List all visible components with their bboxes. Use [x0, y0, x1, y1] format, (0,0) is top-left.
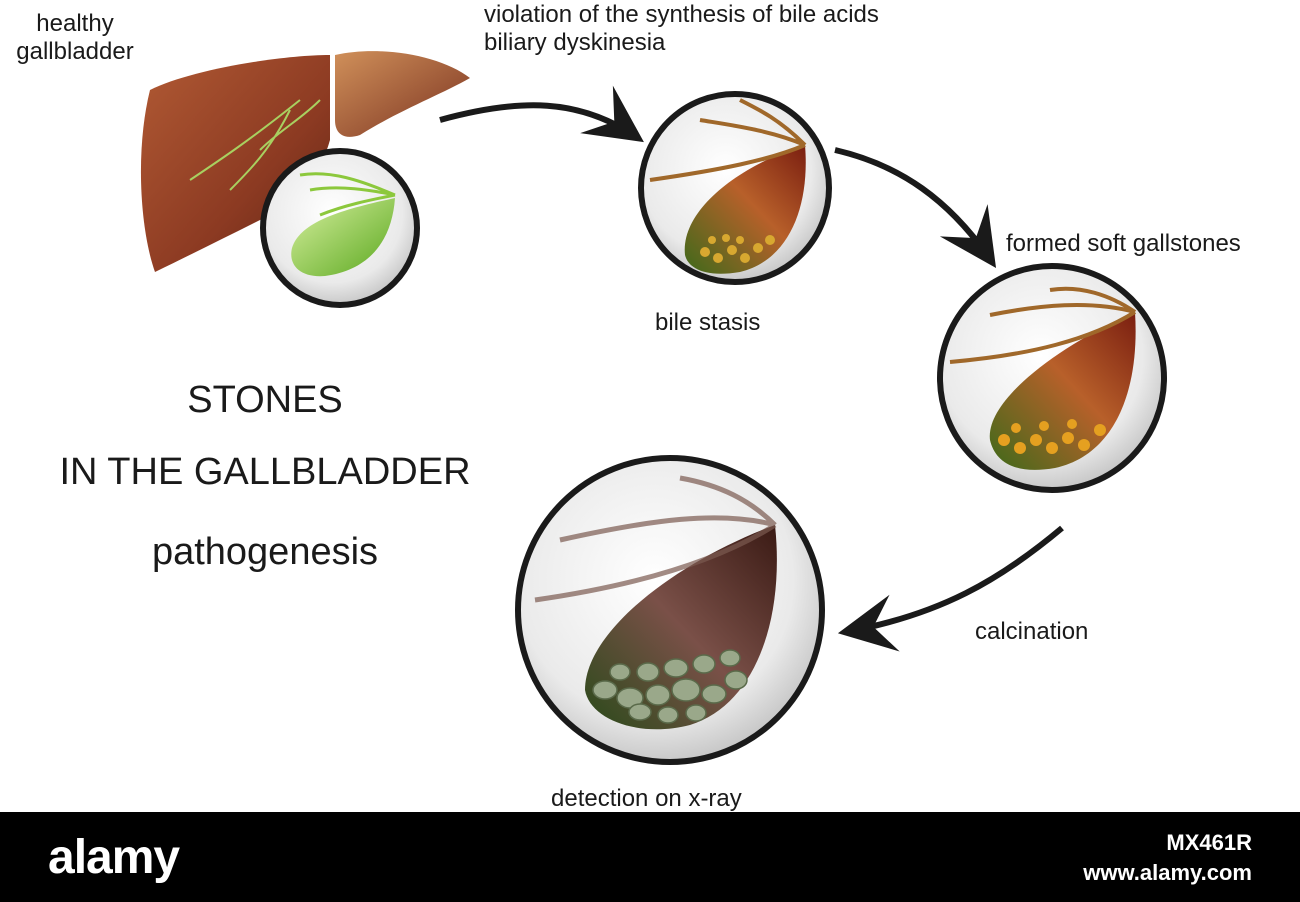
- image-id: MX461R: [1166, 830, 1252, 855]
- illustration-stage: healthy gallbladder violation of the syn…: [16, 1, 1241, 812]
- bile-stasis-label: bile stasis: [655, 309, 761, 336]
- alamy-logo[interactable]: alamy: [48, 831, 180, 884]
- soft-gallstones-circle: [937, 263, 1167, 493]
- xray-detection-circle: [515, 455, 825, 765]
- site-url[interactable]: www.alamy.com: [1083, 860, 1252, 885]
- arrow-to-xray: [837, 525, 1064, 652]
- bile-stasis-circle: [638, 91, 832, 285]
- arrow-to-bile-stasis: [439, 85, 644, 143]
- soft-gallstones-label: formed soft gallstones: [1006, 230, 1241, 257]
- title-line-3: pathogenesis: [151, 531, 379, 573]
- calcination-label: calcination: [975, 618, 1089, 645]
- healthy-gallbladder-label: healthy gallbladder: [16, 10, 134, 65]
- liver-illustration: [140, 51, 470, 272]
- healthy-gallbladder-circle: [260, 148, 420, 308]
- arrow-to-soft-gallstones: [834, 147, 997, 268]
- watermark-footer: alamy MX461R www.alamy.com: [0, 812, 1300, 902]
- title-line-2: IN THE GALLBLADDER: [59, 451, 471, 493]
- title-line-1: STONES: [187, 379, 343, 421]
- pathogenesis-diagram: [140, 51, 1167, 765]
- xray-detection-label: detection on x-ray: [551, 785, 742, 812]
- violation-synthesis-label: violation of the synthesis of bile acids…: [484, 1, 879, 56]
